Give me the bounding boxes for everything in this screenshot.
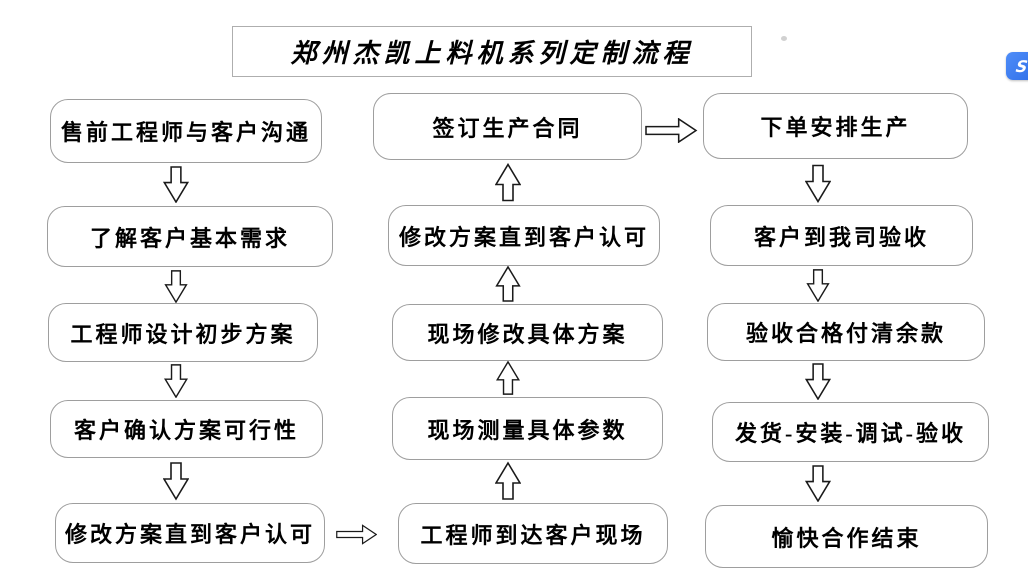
flow-step-revise-until-approved-onsite: 修改方案直到客户认可 xyxy=(388,205,660,266)
flowchart-title: 郑州杰凯上料机系列定制流程 xyxy=(290,39,694,68)
flow-step-revise-until-approved: 修改方案直到客户认可 xyxy=(55,503,325,563)
up-arrow-icon xyxy=(494,461,522,501)
up-arrow-icon xyxy=(495,360,521,395)
up-arrow-icon xyxy=(495,265,521,302)
down-arrow-icon xyxy=(162,166,190,204)
right-arrow-icon xyxy=(644,117,698,144)
side-panel-logo-letter: S xyxy=(1014,56,1028,76)
down-arrow-icon xyxy=(804,164,832,204)
flow-step-understand-needs: 了解客户基本需求 xyxy=(47,206,333,267)
down-arrow-icon xyxy=(805,269,831,303)
down-arrow-icon xyxy=(804,465,832,503)
down-arrow-icon xyxy=(163,364,189,399)
right-arrow-icon xyxy=(336,521,378,548)
side-panel-logo-icon[interactable]: S xyxy=(1006,52,1028,80)
flow-step-sign-contract: 签订生产合同 xyxy=(373,93,642,160)
flow-step-customer-acceptance-visit: 客户到我司验收 xyxy=(710,205,973,266)
flow-step-happy-cooperation-end: 愉快合作结束 xyxy=(705,505,988,568)
flow-step-engineer-arrives-site: 工程师到达客户现场 xyxy=(398,503,668,564)
flow-step-initial-design: 工程师设计初步方案 xyxy=(48,303,318,362)
stray-dot xyxy=(781,36,787,41)
flow-step-acceptance-pay-balance: 验收合格付清余款 xyxy=(707,303,985,361)
flow-step-onsite-modify-plan: 现场修改具体方案 xyxy=(392,304,663,361)
down-arrow-icon xyxy=(804,363,832,401)
flow-step-onsite-measure-parameters: 现场测量具体参数 xyxy=(392,397,663,460)
down-arrow-icon xyxy=(163,270,189,304)
flow-step-ship-install-debug-accept: 发货-安装-调试-验收 xyxy=(712,402,989,462)
flow-step-place-order-production: 下单安排生产 xyxy=(703,93,968,159)
up-arrow-icon xyxy=(494,162,522,202)
flow-step-presale-communication: 售前工程师与客户沟通 xyxy=(50,99,322,163)
flowchart-title-box: 郑州杰凯上料机系列定制流程 xyxy=(232,26,752,77)
flow-step-confirm-feasibility: 客户确认方案可行性 xyxy=(50,400,323,458)
down-arrow-icon xyxy=(162,461,190,501)
